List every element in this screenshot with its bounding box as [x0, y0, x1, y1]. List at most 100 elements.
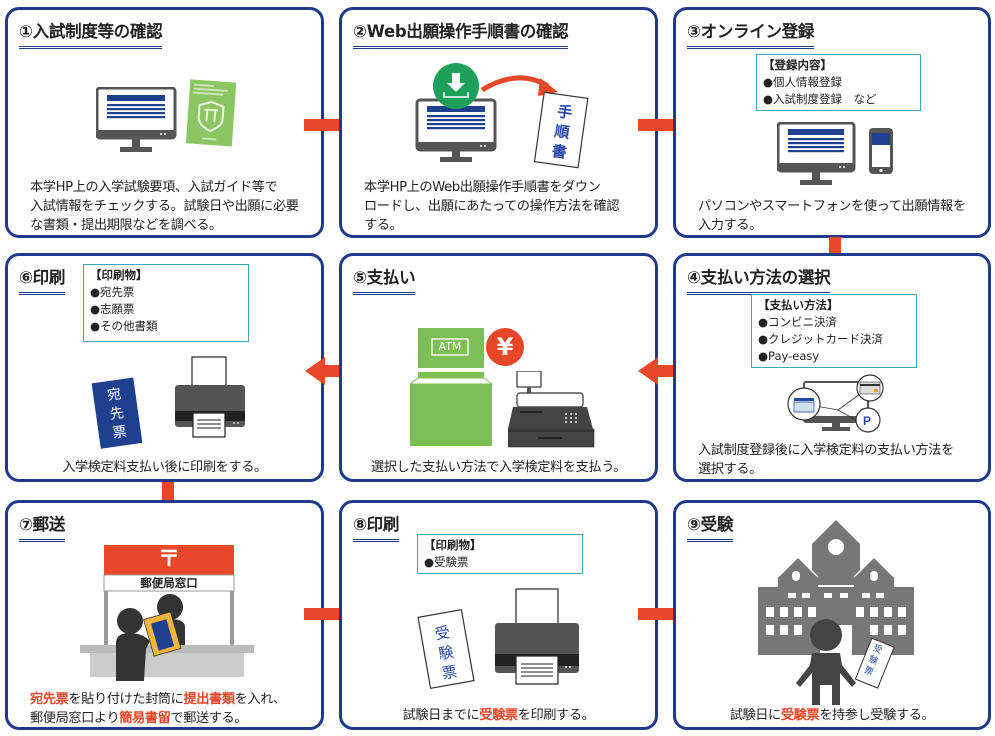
- desc-line: ロードし、出願にあたっての操作方法を確認: [364, 199, 620, 214]
- curved-arrow-icon: [478, 68, 568, 108]
- step-9-description: 試験日に受験票を持参し受験する。: [676, 706, 988, 725]
- step-6-title: ⑥印刷: [19, 264, 65, 295]
- desc-line: 入試情報をチェックする。試験日や出願に必要: [30, 199, 299, 214]
- monitor-download-icon: [414, 62, 504, 162]
- step-7-title: ⑦郵送: [19, 511, 65, 542]
- desc-line: 入試制度登録後に入学検定料の支払い方法を: [698, 443, 954, 458]
- infobox-title: 【支払い方法】: [758, 298, 839, 312]
- doc-label-char: 票: [111, 423, 128, 442]
- printed-materials-box: 【印刷物】 ●受験票: [417, 534, 583, 574]
- desc-text: 試験日までに: [402, 708, 480, 723]
- step-5-title: ⑤支払い: [353, 264, 416, 295]
- step-2-card: ②Web出願操作手順書の確認: [339, 7, 658, 238]
- cash-register-icon: [508, 371, 596, 449]
- step-9-title: ⑨受験: [687, 511, 733, 542]
- arrow-left-5-to-6: [305, 357, 361, 385]
- step-9-card: ⑨受験: [673, 500, 991, 730]
- desc-text: 試験日に: [729, 708, 782, 723]
- manual-document-icon: 手 順 書: [532, 90, 590, 172]
- step-6-card: ⑥印刷 【印刷物】 ●宛先票 ●志願票 ●その他書類 宛 先 票 入学検定料支払…: [5, 253, 324, 482]
- desc-line: 選択した支払い方法で入学検定料を支払う。: [371, 460, 626, 475]
- svg-text:P: P: [863, 414, 871, 428]
- infobox-item: ●Pay-easy: [758, 349, 820, 363]
- desc-line: 試験日に受験票を持参し受験する。: [676, 706, 988, 725]
- payment-monitor-icon: P: [786, 374, 886, 436]
- infobox-item: ●クレジットカード決済: [758, 332, 884, 346]
- infobox-item: ●コンビニ決済: [758, 315, 838, 329]
- step-8-description: 試験日までに受験票を印刷する。: [342, 706, 655, 725]
- desc-line: 郵便局窓口より簡易書留で郵送する。: [30, 709, 309, 728]
- step-4-title: ④支払い方法の選択: [687, 264, 831, 295]
- step-8-title: ⑧印刷: [353, 511, 399, 542]
- desc-text: で郵送する。: [170, 711, 248, 726]
- step-3-title: ③オンライン登録: [687, 18, 814, 49]
- infobox-item: ●志願票: [90, 302, 135, 316]
- doc-label-char: 順: [553, 122, 571, 142]
- desc-line: 選択する。: [698, 462, 762, 477]
- step-7-card: ⑦郵送 〒 郵便局窓口 宛先票を貼り付けた封筒に提出書類を入れ、 郵便局窓口より…: [5, 500, 324, 730]
- step-8-card: ⑧印刷 【印刷物】 ●受験票 受 験 票 試験日までに受験票を印刷する。: [339, 500, 658, 730]
- desc-line: 入学検定料支払い後に印刷をする。: [62, 460, 267, 475]
- highlight-documents: 提出書類: [183, 692, 235, 707]
- step-1-title: ①入試制度等の確認: [19, 18, 163, 49]
- yen-icon: ¥: [486, 328, 524, 366]
- desc-text: を入れ、: [234, 692, 287, 707]
- infobox-item: ●入試制度登録 など: [763, 92, 877, 106]
- step-3-card: ③オンライン登録 【登録内容】 ●個人情報登録 ●入試制度登録 など パソコンや…: [673, 7, 991, 238]
- infobox-item: ●受験票: [424, 555, 469, 569]
- desc-line: 本学HP上のWeb出願操作手順書をダウン: [364, 180, 601, 195]
- infobox-item: ●その他書類: [90, 319, 158, 333]
- desc-text: 郵便局窓口より: [30, 711, 120, 726]
- step-4-description: 入試制度登録後に入学検定料の支払い方法を 選択する。: [698, 441, 976, 479]
- step-4-card: ④支払い方法の選択 【支払い方法】 ●コンビニ決済 ●クレジットカード決済 ●P…: [673, 253, 991, 482]
- monitor-icon: [96, 87, 178, 159]
- infobox-title: 【印刷物】: [424, 538, 482, 552]
- arrow-left-4-to-5: [638, 357, 694, 385]
- desc-line: 本学HP上の入学試験要項、入試ガイド等で: [30, 180, 278, 195]
- desc-line: する。: [364, 218, 403, 233]
- entrance-guide-book-icon: [184, 78, 240, 150]
- doc-label-char: 票: [440, 662, 459, 683]
- address-slip-icon: 宛 先 票: [88, 374, 148, 452]
- infobox-title: 【登録内容】: [763, 58, 832, 72]
- post-office-counter-icon: 〒 郵便局窓口: [80, 545, 260, 681]
- yen-symbol: ¥: [496, 333, 514, 361]
- step-2-description: 本学HP上のWeb出願操作手順書をダウン ロードし、出願にあたっての操作方法を確…: [364, 178, 643, 235]
- desc-line: パソコンやスマートフォンを使って出願情報を: [698, 199, 966, 214]
- exam-ticket-icon: 受 験 票: [416, 607, 476, 691]
- doc-label-char: 手: [556, 102, 574, 123]
- step-2-title: ②Web出願操作手順書の確認: [353, 18, 569, 49]
- desc-line: 宛先票を貼り付けた封筒に提出書類を入れ、: [30, 690, 309, 709]
- pay-easy-icon: [855, 407, 881, 433]
- payment-methods-box: 【支払い方法】 ●コンビニ決済 ●クレジットカード決済 ●Pay-easy: [751, 294, 917, 368]
- step-6-description: 入学検定料支払い後に印刷をする。: [8, 458, 321, 477]
- infobox-title: 【印刷物】: [90, 268, 148, 282]
- smartphone-icon: [868, 127, 894, 175]
- infobox-item: ●個人情報登録: [763, 75, 843, 89]
- printer-icon: [174, 355, 248, 445]
- highlight-registered-mail: 簡易書留: [119, 711, 171, 726]
- atm-label: ATM: [438, 340, 462, 353]
- step-7-description: 宛先票を貼り付けた封筒に提出書類を入れ、 郵便局窓口より簡易書留で郵送する。: [30, 690, 309, 728]
- step-3-description: パソコンやスマートフォンを使って出願情報を 入力する。: [698, 197, 976, 235]
- desc-text: を貼り付けた封筒に: [68, 692, 184, 707]
- desc-line: な書類・提出期限などを調べる。: [30, 218, 222, 233]
- atm-icon: ATM: [410, 328, 494, 448]
- step-5-description: 選択した支払い方法で入学検定料を支払う。: [342, 458, 655, 477]
- step-5-card: ⑤支払い ATM ¥: [339, 253, 658, 482]
- desc-line: 入力する。: [698, 218, 762, 233]
- doc-label-char: 書: [550, 141, 568, 162]
- school-building-icon: 受 験 票: [756, 515, 916, 705]
- highlight-address-slip: 宛先票: [30, 692, 69, 707]
- post-mark-icon: 〒: [157, 547, 180, 572]
- post-window-label: 郵便局窓口: [140, 576, 198, 590]
- desc-text: を持参し受験する。: [819, 708, 935, 723]
- registration-content-box: 【登録内容】 ●個人情報登録 ●入試制度登録 など: [756, 54, 921, 111]
- infobox-item: ●宛先票: [90, 285, 135, 299]
- step-1-description: 本学HP上の入学試験要項、入試ガイド等で 入試情報をチェックする。試験日や出願に…: [30, 178, 309, 235]
- highlight-exam-ticket: 受験票: [479, 708, 518, 723]
- printed-materials-box: 【印刷物】 ●宛先票 ●志願票 ●その他書類: [83, 264, 249, 342]
- monitor-icon: [777, 122, 857, 192]
- highlight-exam-ticket: 受験票: [780, 708, 820, 723]
- step-1-card: ①入試制度等の確認: [5, 7, 324, 238]
